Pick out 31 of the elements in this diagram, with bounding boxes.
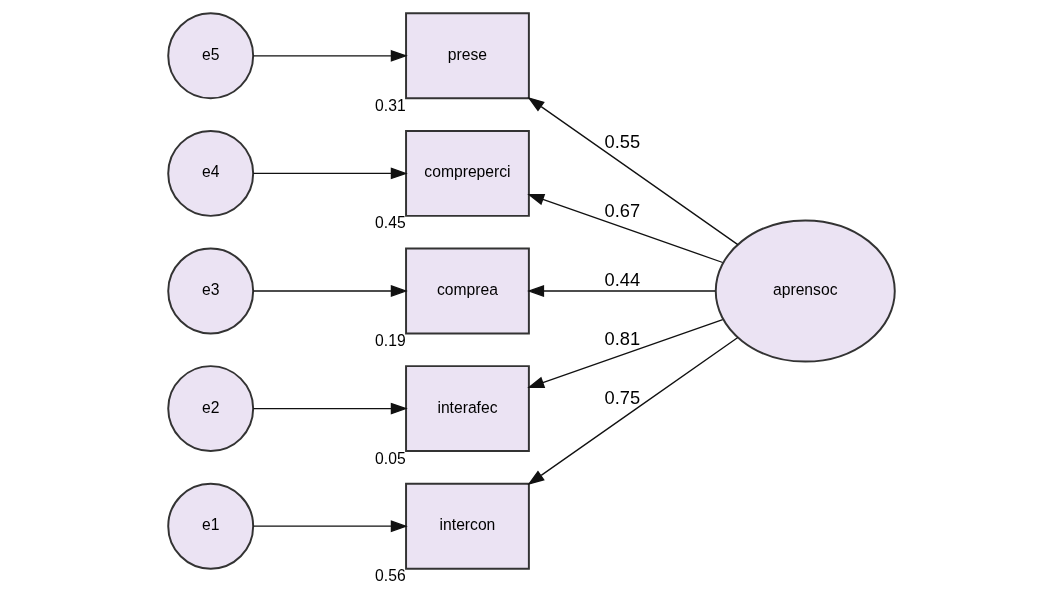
node-label: 0.56 [374,567,406,585]
node-ellipse: aprensoc [714,219,896,363]
arrow [526,318,723,389]
arrow [526,97,738,246]
node-box: compreperci [404,129,530,217]
arrow [526,336,738,486]
node-box: comprea [404,247,530,335]
node-circle: e3 [166,247,254,335]
edge-label: 0.55 [604,130,640,152]
node-box: intercon [404,482,530,570]
node-label: 0.31 [374,96,406,114]
arrow [526,193,723,264]
node-box: prese [404,12,530,100]
edge-label: 0.75 [604,386,640,408]
arrow [252,167,408,180]
edge-label: 0.81 [604,327,640,349]
node-label: 0.19 [374,332,406,350]
edge-label: 0.67 [604,199,640,221]
node-circle: e4 [166,129,254,217]
arrow [526,285,716,297]
edge-label: 0.44 [604,269,640,291]
node-circle: e2 [166,365,254,453]
arrow [252,49,408,62]
arrow [252,520,408,533]
arrow [252,285,408,297]
node-label: 0.05 [374,449,406,467]
node-box: interafec [404,365,530,453]
node-label: 0.45 [374,214,406,232]
node-circle: e1 [166,482,254,570]
node-circle: e5 [166,12,254,100]
arrow [252,402,408,415]
